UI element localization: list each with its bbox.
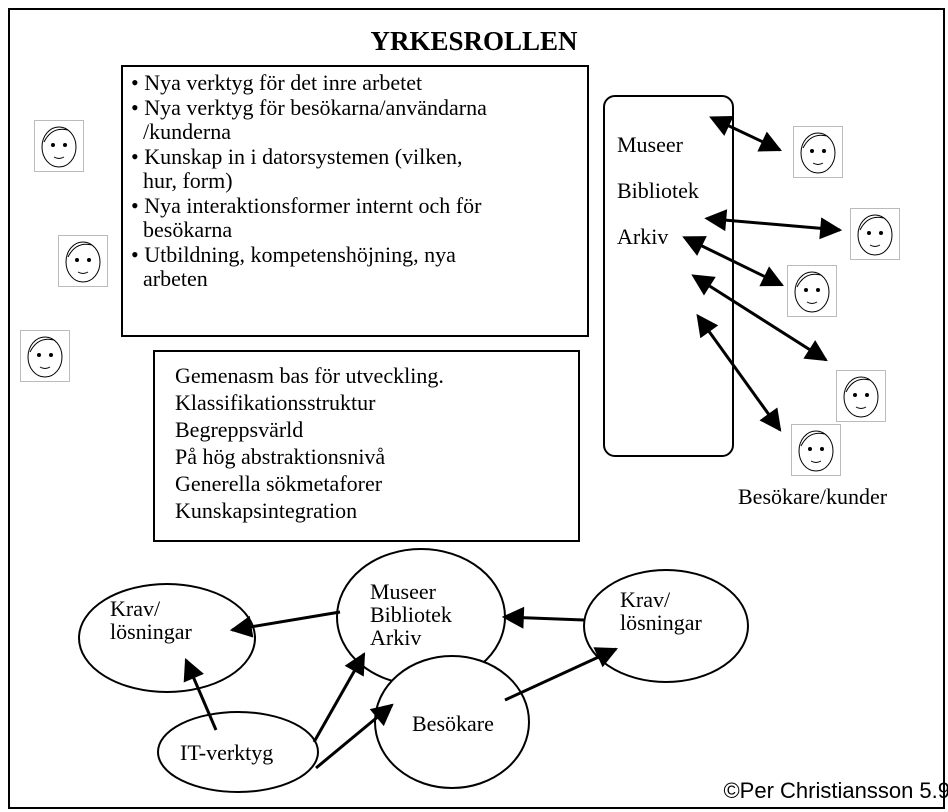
institution-arkiv: Arkiv	[617, 224, 669, 249]
base-line: Gemenasm bas för utveckling.	[175, 363, 444, 388]
face-icon	[34, 120, 84, 172]
face-icon	[793, 126, 843, 178]
double-arrow	[682, 236, 784, 287]
bullet-item: • Utbildning, kompetenshöjning, nya	[131, 241, 456, 267]
face-icon	[787, 265, 837, 317]
arrow	[315, 703, 394, 770]
krav-right-label: Krav/ lösningar	[620, 587, 702, 635]
besokare-node-label: Besökare	[412, 711, 494, 736]
base-line: På hög abstraktionsnivå	[175, 444, 386, 469]
bullet-continuation: /kunderna	[143, 119, 231, 144]
it-node-label: IT-verktyg	[180, 740, 274, 765]
base-line: Generella sökmetaforer	[175, 471, 383, 496]
copyright-text: ©Per Christiansson 5.9	[723, 778, 948, 803]
face-icon	[58, 235, 108, 287]
slide-title: YRKESROLLEN	[370, 26, 578, 56]
face-icon	[836, 370, 886, 422]
node-it	[157, 711, 319, 793]
node-krav-left	[78, 583, 256, 693]
krav-left-label: Krav/ lösningar	[110, 596, 192, 644]
face-icon	[20, 330, 70, 382]
arrow	[504, 647, 618, 702]
bullet-item: • Nya verktyg för det inre arbetet	[131, 70, 423, 95]
double-arrow	[696, 313, 782, 432]
double-arrow	[704, 209, 843, 240]
base-line: Klassifikationsstruktur	[175, 390, 376, 415]
institution-museer: Museer	[617, 132, 683, 157]
arrow	[312, 652, 366, 743]
museer-node-label: Museer Bibliotek Arkiv	[370, 579, 452, 650]
slide-frame	[8, 8, 945, 809]
bullet-item: • Kunskap in i datorsystemen (vilken,	[131, 143, 463, 169]
face-icon	[791, 424, 841, 476]
bullet-box: • Nya verktyg för det inre arbetet • Nya…	[121, 65, 589, 337]
bullet-item: • Nya verktyg för besökarna/användarna	[131, 94, 487, 120]
institution-bibliotek: Bibliotek	[617, 178, 699, 203]
arrow	[183, 657, 218, 731]
face-icon	[850, 208, 900, 260]
base-line: Kunskapsintegration	[175, 498, 358, 523]
arrow	[229, 610, 341, 638]
node-krav-right	[583, 569, 749, 683]
bullet-continuation: arbeten	[143, 266, 208, 291]
double-arrow	[709, 115, 782, 152]
base-line: Begreppsvärld	[175, 417, 304, 442]
visitors-label: Besökare/kunder	[738, 484, 888, 509]
arrow	[501, 606, 585, 629]
bullet-continuation: besökarna	[143, 217, 233, 242]
base-box: Gemenasm bas för utveckling. Klassifikat…	[153, 350, 580, 542]
bullet-continuation: hur, form)	[143, 168, 233, 193]
bullet-item: • Nya interaktionsformer internt och för	[131, 192, 482, 218]
